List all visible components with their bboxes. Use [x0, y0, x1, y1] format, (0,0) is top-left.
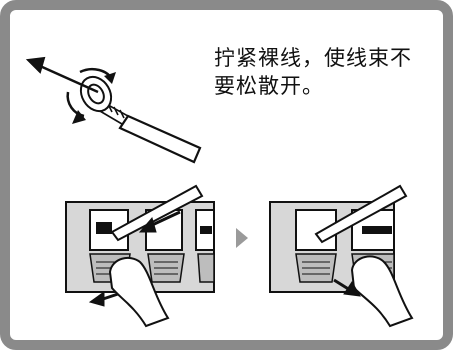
release-arrow-icon	[333, 278, 361, 297]
finger-release	[350, 255, 414, 328]
pull-arrow-icon	[25, 56, 99, 94]
wire-tip-ring	[79, 75, 113, 113]
insert-arrow-icon	[138, 210, 181, 233]
locked-wire	[314, 184, 408, 244]
cable	[118, 114, 202, 164]
instruction-caption: 拧紧裸线，使线束不 要松散开。	[214, 46, 412, 98]
inserted-wire	[110, 184, 204, 242]
push-left-arrow-icon	[88, 291, 119, 307]
finger-press	[108, 256, 170, 328]
